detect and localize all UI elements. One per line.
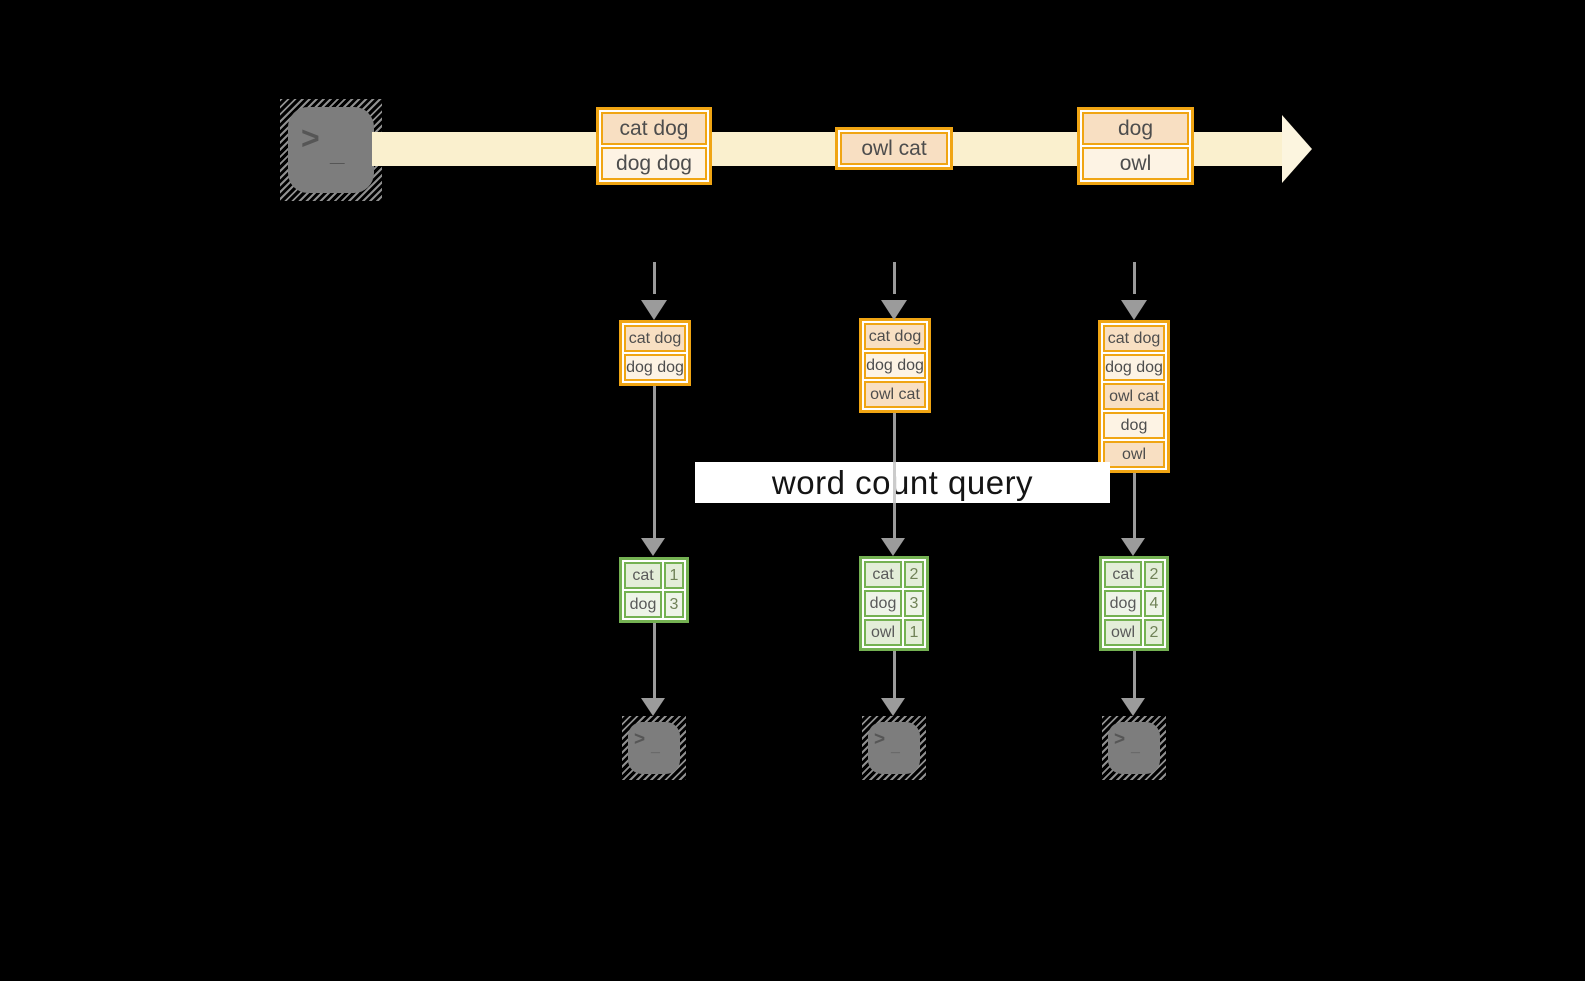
buffer-item: dog dog	[864, 352, 926, 379]
word-cell: owl	[1104, 619, 1142, 646]
prompt-chevron: >	[1114, 729, 1126, 750]
terminal-body	[288, 107, 374, 193]
connector-line	[893, 462, 896, 503]
count-cell: 3	[664, 591, 684, 618]
word-count-table: cat 1 dog 3	[619, 557, 689, 623]
buffer-item: cat dog	[1103, 325, 1165, 352]
count-cell: 2	[1144, 561, 1164, 588]
connector-line	[653, 386, 656, 540]
count-cell: 2	[1144, 619, 1164, 646]
prompt-cursor: _	[651, 738, 660, 755]
sink-terminal-icon: > _	[862, 716, 926, 780]
terminal-body	[868, 722, 920, 774]
terminal-body	[628, 722, 680, 774]
prompt-cursor: _	[330, 137, 345, 167]
down-arrowhead-icon	[881, 538, 905, 556]
down-arrowhead-icon	[1121, 300, 1147, 320]
sink-terminal-icon: > _	[1102, 716, 1166, 780]
prompt-chevron: >	[634, 729, 646, 750]
connector-line	[653, 623, 656, 700]
word-count-table: cat 2 dog 3 owl 1	[859, 556, 929, 651]
buffer-item: owl	[1103, 441, 1165, 468]
event-line: dog dog	[601, 147, 707, 180]
source-terminal-icon: > _	[280, 99, 382, 201]
terminal-body	[1108, 722, 1160, 774]
buffer-box: cat dog dog dog owl cat dog owl	[1098, 320, 1170, 473]
dashed-arrow-segment	[653, 262, 656, 294]
count-cell: 3	[904, 590, 924, 617]
down-arrowhead-icon	[641, 300, 667, 320]
down-arrowhead-icon	[1121, 538, 1145, 556]
down-arrowhead-icon	[881, 300, 907, 320]
prompt-chevron: >	[874, 729, 886, 750]
connector-line	[893, 413, 896, 462]
prompt-chevron: >	[301, 120, 320, 156]
connector-line	[1133, 651, 1136, 700]
word-cell: cat	[864, 561, 902, 588]
prompt-cursor: _	[1131, 738, 1140, 755]
buffer-item: dog dog	[624, 354, 686, 381]
sink-terminal-icon: > _	[622, 716, 686, 780]
count-cell: 2	[904, 561, 924, 588]
stream-event-box: cat dog dog dog	[596, 107, 712, 185]
count-cell: 4	[1144, 590, 1164, 617]
event-line: owl cat	[840, 132, 948, 165]
down-arrowhead-icon	[641, 698, 665, 716]
stream-arrowhead-icon	[1282, 115, 1312, 183]
word-count-table: cat 2 dog 4 owl 2	[1099, 556, 1169, 651]
buffer-item: cat dog	[624, 325, 686, 352]
dashed-arrow-segment	[1133, 262, 1136, 294]
buffer-box: cat dog dog dog	[619, 320, 691, 386]
word-cell: cat	[1104, 561, 1142, 588]
stream-event-box: dog owl	[1077, 107, 1194, 185]
count-cell: 1	[664, 562, 684, 589]
event-line: cat dog	[601, 112, 707, 145]
down-arrowhead-icon	[641, 538, 665, 556]
query-label: word count query	[695, 462, 1110, 503]
connector-line	[893, 651, 896, 700]
word-cell: owl	[864, 619, 902, 646]
connector-line	[1133, 473, 1136, 540]
buffer-item: owl cat	[864, 381, 926, 408]
buffer-item: cat dog	[864, 323, 926, 350]
buffer-item: dog dog	[1103, 354, 1165, 381]
dashed-arrow-segment	[893, 262, 896, 294]
down-arrowhead-icon	[1121, 698, 1145, 716]
down-arrowhead-icon	[881, 698, 905, 716]
word-cell: dog	[864, 590, 902, 617]
count-cell: 1	[904, 619, 924, 646]
buffer-box: cat dog dog dog owl cat	[859, 318, 931, 413]
event-line: owl	[1082, 147, 1189, 180]
buffer-item: owl cat	[1103, 383, 1165, 410]
prompt-cursor: _	[891, 738, 900, 755]
word-cell: cat	[624, 562, 662, 589]
word-cell: dog	[624, 591, 662, 618]
stream-event-box: owl cat	[835, 127, 953, 170]
word-cell: dog	[1104, 590, 1142, 617]
buffer-item: dog	[1103, 412, 1165, 439]
event-line: dog	[1082, 112, 1189, 145]
connector-line	[893, 503, 896, 540]
